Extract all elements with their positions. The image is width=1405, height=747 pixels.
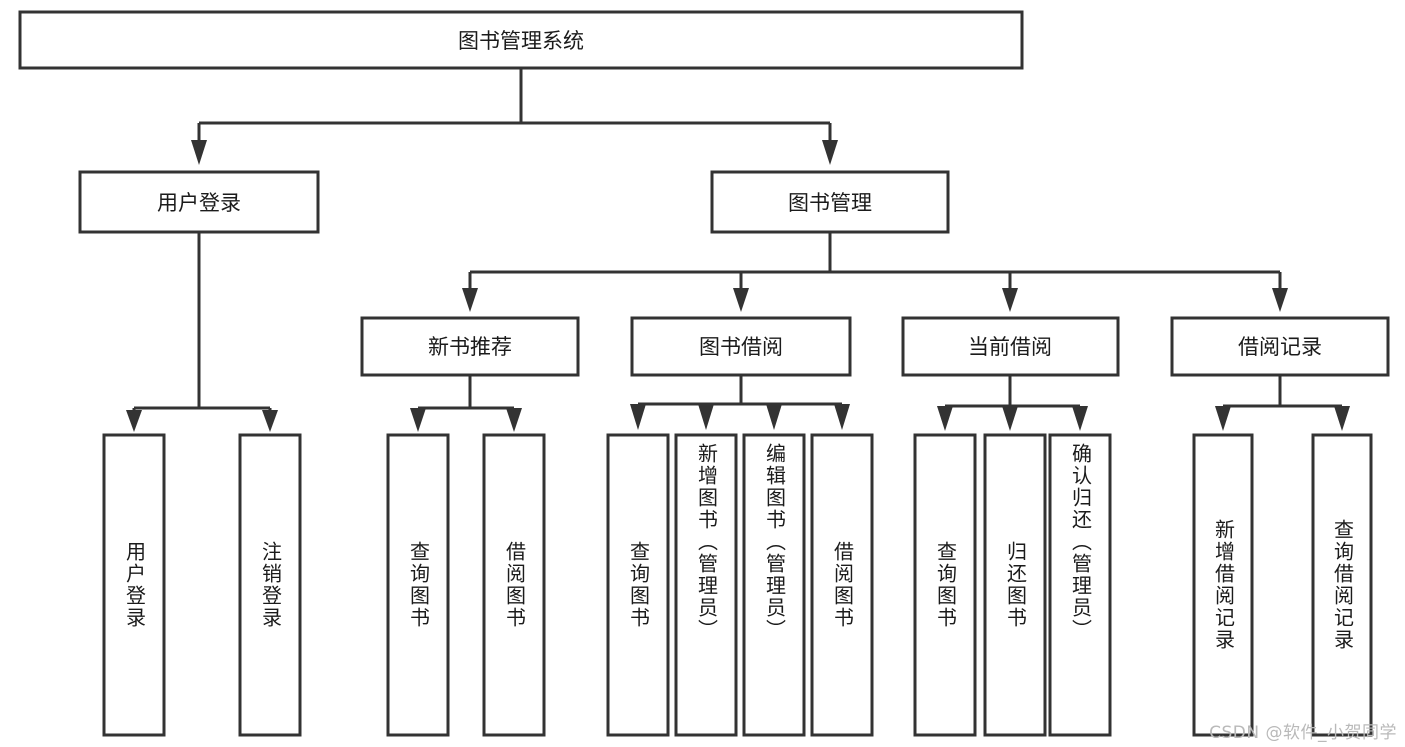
node-book-manage[interactable]: 图书管理 (710, 170, 950, 234)
node-user-login-box[interactable] (78, 170, 320, 234)
leaf-box-query-book-borrow[interactable] (606, 433, 670, 737)
connector-currentborrow-to-leaves (937, 375, 1088, 431)
arrowhead-leaf-query-book-cur (937, 406, 953, 431)
leaf-box-query-book-rec[interactable] (386, 433, 450, 737)
node-borrow-record-box[interactable] (1170, 316, 1390, 377)
node-book-manage-box[interactable] (710, 170, 950, 234)
leaf-box-query-borrow-record[interactable] (1311, 433, 1373, 737)
arrowhead-leaf-edit-book-admin (766, 404, 782, 430)
node-user-login[interactable]: 用户登录 (78, 170, 320, 234)
arrowhead-leaf-borrow-book (834, 404, 850, 430)
leaf-box-user-login[interactable] (102, 433, 166, 737)
node-current-borrow[interactable]: 当前借阅 (901, 316, 1120, 377)
node-new-book-recommend-label: 新书推荐 (428, 335, 512, 359)
node-current-borrow-box[interactable] (901, 316, 1120, 377)
node-book-borrow-box[interactable] (630, 316, 852, 377)
arrowhead-leaf-query-book-rec (410, 408, 426, 432)
connector-borrowrecord-to-leaves (1215, 375, 1350, 431)
connector-bookborrow-to-leaves (630, 375, 850, 430)
arrowhead-leaf-return-book (1002, 406, 1018, 431)
arrowhead-leaf-add-borrow-record (1215, 406, 1231, 431)
arrowhead-current-borrow (1002, 288, 1018, 312)
connector-newbook-to-leaves (410, 375, 522, 432)
csdn-watermark: CSDN @软件_小贺同学 (1209, 723, 1397, 743)
arrowhead-leaf-borrow-book-rec (506, 408, 522, 432)
arrowhead-leaf-query-book-borrow (630, 404, 646, 430)
arrowhead-leaf-user-login (126, 410, 142, 432)
connector-userlogin-to-leaves (126, 232, 278, 432)
leaf-box-return-book[interactable] (983, 433, 1047, 737)
arrowhead-leaf-confirm-return (1072, 406, 1088, 431)
node-root[interactable]: 图书管理系统 (18, 10, 1024, 70)
arrowhead-leaf-user-logout (262, 410, 278, 432)
arrowhead-new-book-recommend (462, 288, 478, 312)
leaf-box-user-logout[interactable] (238, 433, 302, 737)
arrowhead-book-manage (822, 140, 838, 165)
arrowhead-leaf-query-borrow-record (1334, 406, 1350, 431)
leaf-box-confirm-return[interactable] (1048, 433, 1112, 737)
arrowhead-book-borrow (733, 288, 749, 312)
leaf-box-query-book-cur[interactable] (913, 433, 977, 737)
arrowhead-borrow-record (1272, 288, 1288, 312)
connector-root-to-level2 (191, 68, 838, 165)
node-book-borrow[interactable]: 图书借阅 (630, 316, 852, 377)
node-root-label: 图书管理系统 (458, 29, 584, 53)
leaf-box-edit-book-admin[interactable] (742, 433, 806, 737)
leaf-box-add-book-admin[interactable] (674, 433, 738, 737)
node-root-box[interactable] (18, 10, 1024, 70)
node-borrow-record-label: 借阅记录 (1238, 335, 1322, 359)
arrowhead-leaf-add-book-admin (698, 404, 714, 430)
node-book-borrow-label: 图书借阅 (699, 335, 783, 359)
node-new-book-recommend[interactable]: 新书推荐 (360, 316, 580, 377)
leaf-box-add-borrow-record[interactable] (1192, 433, 1254, 737)
leaf-box-borrow-book-rec[interactable] (482, 433, 546, 737)
node-book-manage-label: 图书管理 (788, 191, 872, 215)
node-current-borrow-label: 当前借阅 (968, 335, 1052, 359)
node-borrow-record[interactable]: 借阅记录 (1170, 316, 1390, 377)
node-user-login-label: 用户登录 (157, 191, 241, 215)
arrowhead-user-login (191, 140, 207, 165)
node-new-book-recommend-box[interactable] (360, 316, 580, 377)
leaf-box-borrow-book[interactable] (810, 433, 874, 737)
connector-bookmanage-to-level3 (462, 232, 1288, 312)
